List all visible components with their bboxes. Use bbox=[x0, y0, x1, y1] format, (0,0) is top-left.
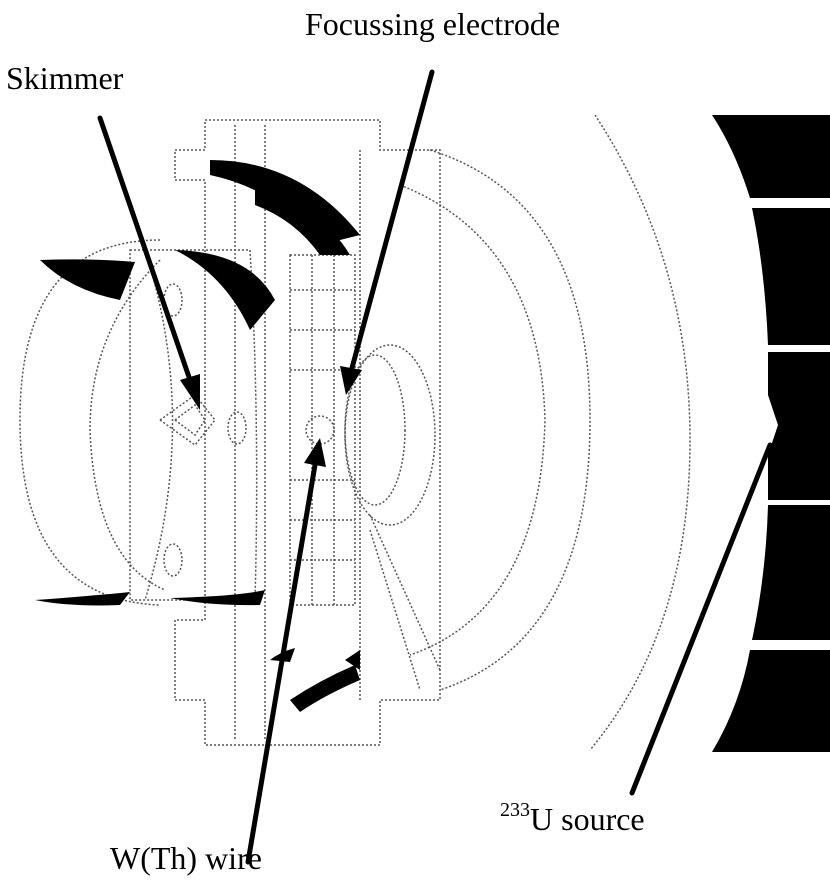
housing-top-dark-2 bbox=[255, 190, 350, 255]
wire-arrow-shaft bbox=[245, 462, 318, 865]
hole-1 bbox=[163, 283, 183, 317]
source-block-2 bbox=[752, 208, 830, 345]
housing-bottom-dark-1 bbox=[290, 665, 360, 712]
rear-cup-outline bbox=[19, 239, 161, 606]
source-label-text: U source bbox=[530, 801, 645, 837]
focusing-ring bbox=[344, 344, 436, 526]
skimmer-top-dark bbox=[175, 250, 275, 330]
electrode-grid bbox=[290, 255, 355, 605]
skimmer-label: Skimmer bbox=[6, 60, 124, 96]
source-label: 233U source bbox=[500, 800, 645, 835]
hole-2 bbox=[227, 411, 247, 445]
focusing-ring-inner bbox=[344, 354, 406, 506]
source-arrow-shaft bbox=[629, 442, 773, 796]
skimmer-body-2 bbox=[144, 249, 174, 601]
source-block-4 bbox=[752, 505, 830, 640]
inner-cone bbox=[399, 184, 546, 656]
skimmer-bottom-dark bbox=[170, 590, 265, 606]
housing-bottom-dark-3 bbox=[345, 650, 360, 670]
hole-3 bbox=[163, 543, 183, 577]
skimmer-arrow-shaft bbox=[97, 115, 193, 383]
source-block-1 bbox=[712, 115, 830, 198]
skimmer-arrowhead bbox=[180, 374, 200, 410]
wire-arrowhead bbox=[304, 438, 326, 467]
wire-label: W(Th) wire bbox=[110, 840, 262, 876]
focusing-arrowhead bbox=[340, 366, 362, 395]
outer-arc bbox=[589, 114, 691, 751]
cone-rays bbox=[369, 514, 441, 691]
rear-cup-top-dark bbox=[40, 259, 135, 300]
housing-step-outline bbox=[174, 119, 441, 746]
source-block-5 bbox=[712, 650, 830, 752]
rear-cup-inner bbox=[89, 259, 166, 591]
outer-cone bbox=[429, 149, 591, 691]
skimmer-cone-detail bbox=[158, 393, 216, 447]
focusing-arrow-shaft bbox=[349, 69, 435, 371]
rear-cup-bottom-dark bbox=[35, 592, 130, 606]
source-isotope-number: 233 bbox=[500, 799, 530, 821]
source-block-3 bbox=[768, 352, 830, 500]
focussing-electrode-label: Focussing electrode bbox=[305, 6, 561, 42]
